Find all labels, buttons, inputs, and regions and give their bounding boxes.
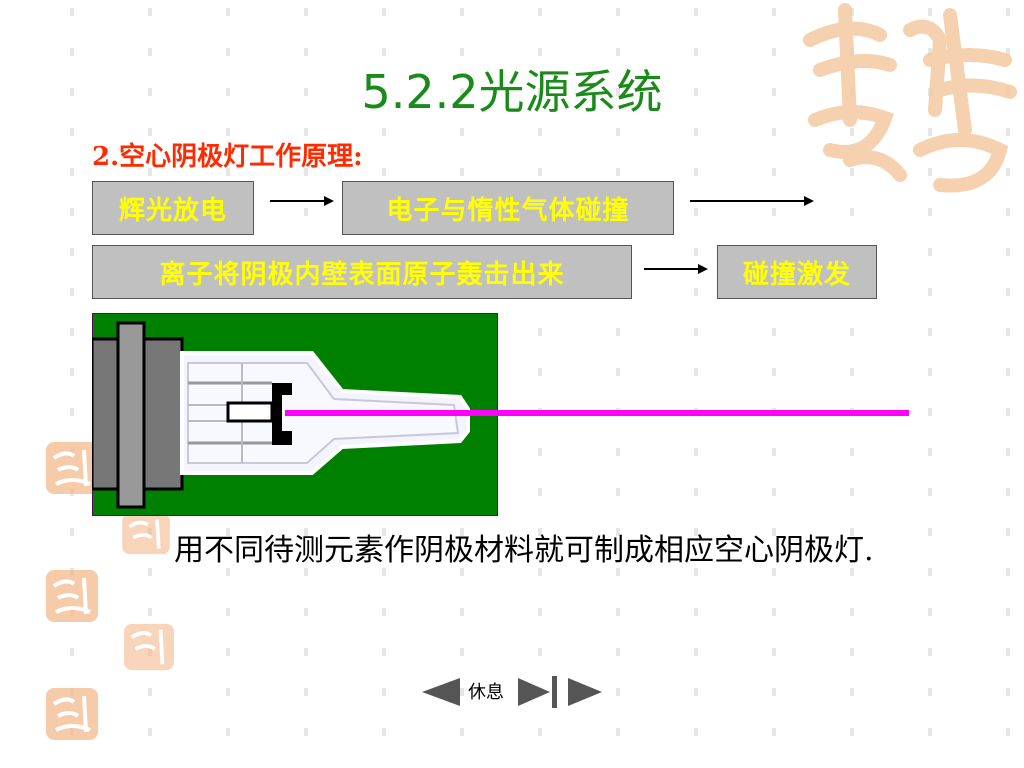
page-title: 5.2.2光源系统 xyxy=(361,65,663,119)
arrow-right-icon xyxy=(690,196,814,206)
arrow-right-icon xyxy=(270,196,334,206)
seal-watermark-icon xyxy=(122,513,170,555)
next-triangle-icon[interactable] xyxy=(516,676,552,708)
seal-watermark-icon xyxy=(124,623,174,671)
body-paragraph: 用不同待测元素作阴极材料就可制成相应空心阴极灯. xyxy=(174,533,874,568)
slide-navigation: 休息 xyxy=(420,672,610,712)
rest-button[interactable]: 休息 xyxy=(468,682,504,703)
seal-watermark-icon xyxy=(46,442,98,494)
light-beam xyxy=(285,410,909,416)
calligraphy-watermark-icon xyxy=(803,3,1017,193)
flow-box-ion-bombardment: 离子将阴极内壁表面原子轰击出来 xyxy=(92,245,632,299)
seal-watermark-icon xyxy=(46,570,98,622)
flow-box-electron-collision: 电子与惰性气体碰撞 xyxy=(342,181,674,235)
flow-box-collision-excitation: 碰撞激发 xyxy=(717,245,877,299)
arrow-right-icon xyxy=(644,264,708,274)
flow-box-glow-discharge: 辉光放电 xyxy=(92,181,254,235)
prev-triangle-icon[interactable] xyxy=(420,676,462,708)
end-triangle-icon[interactable] xyxy=(550,674,606,710)
section-subtitle: 2.空心阴极灯工作原理: xyxy=(92,142,363,172)
seal-watermark-icon xyxy=(46,688,98,740)
